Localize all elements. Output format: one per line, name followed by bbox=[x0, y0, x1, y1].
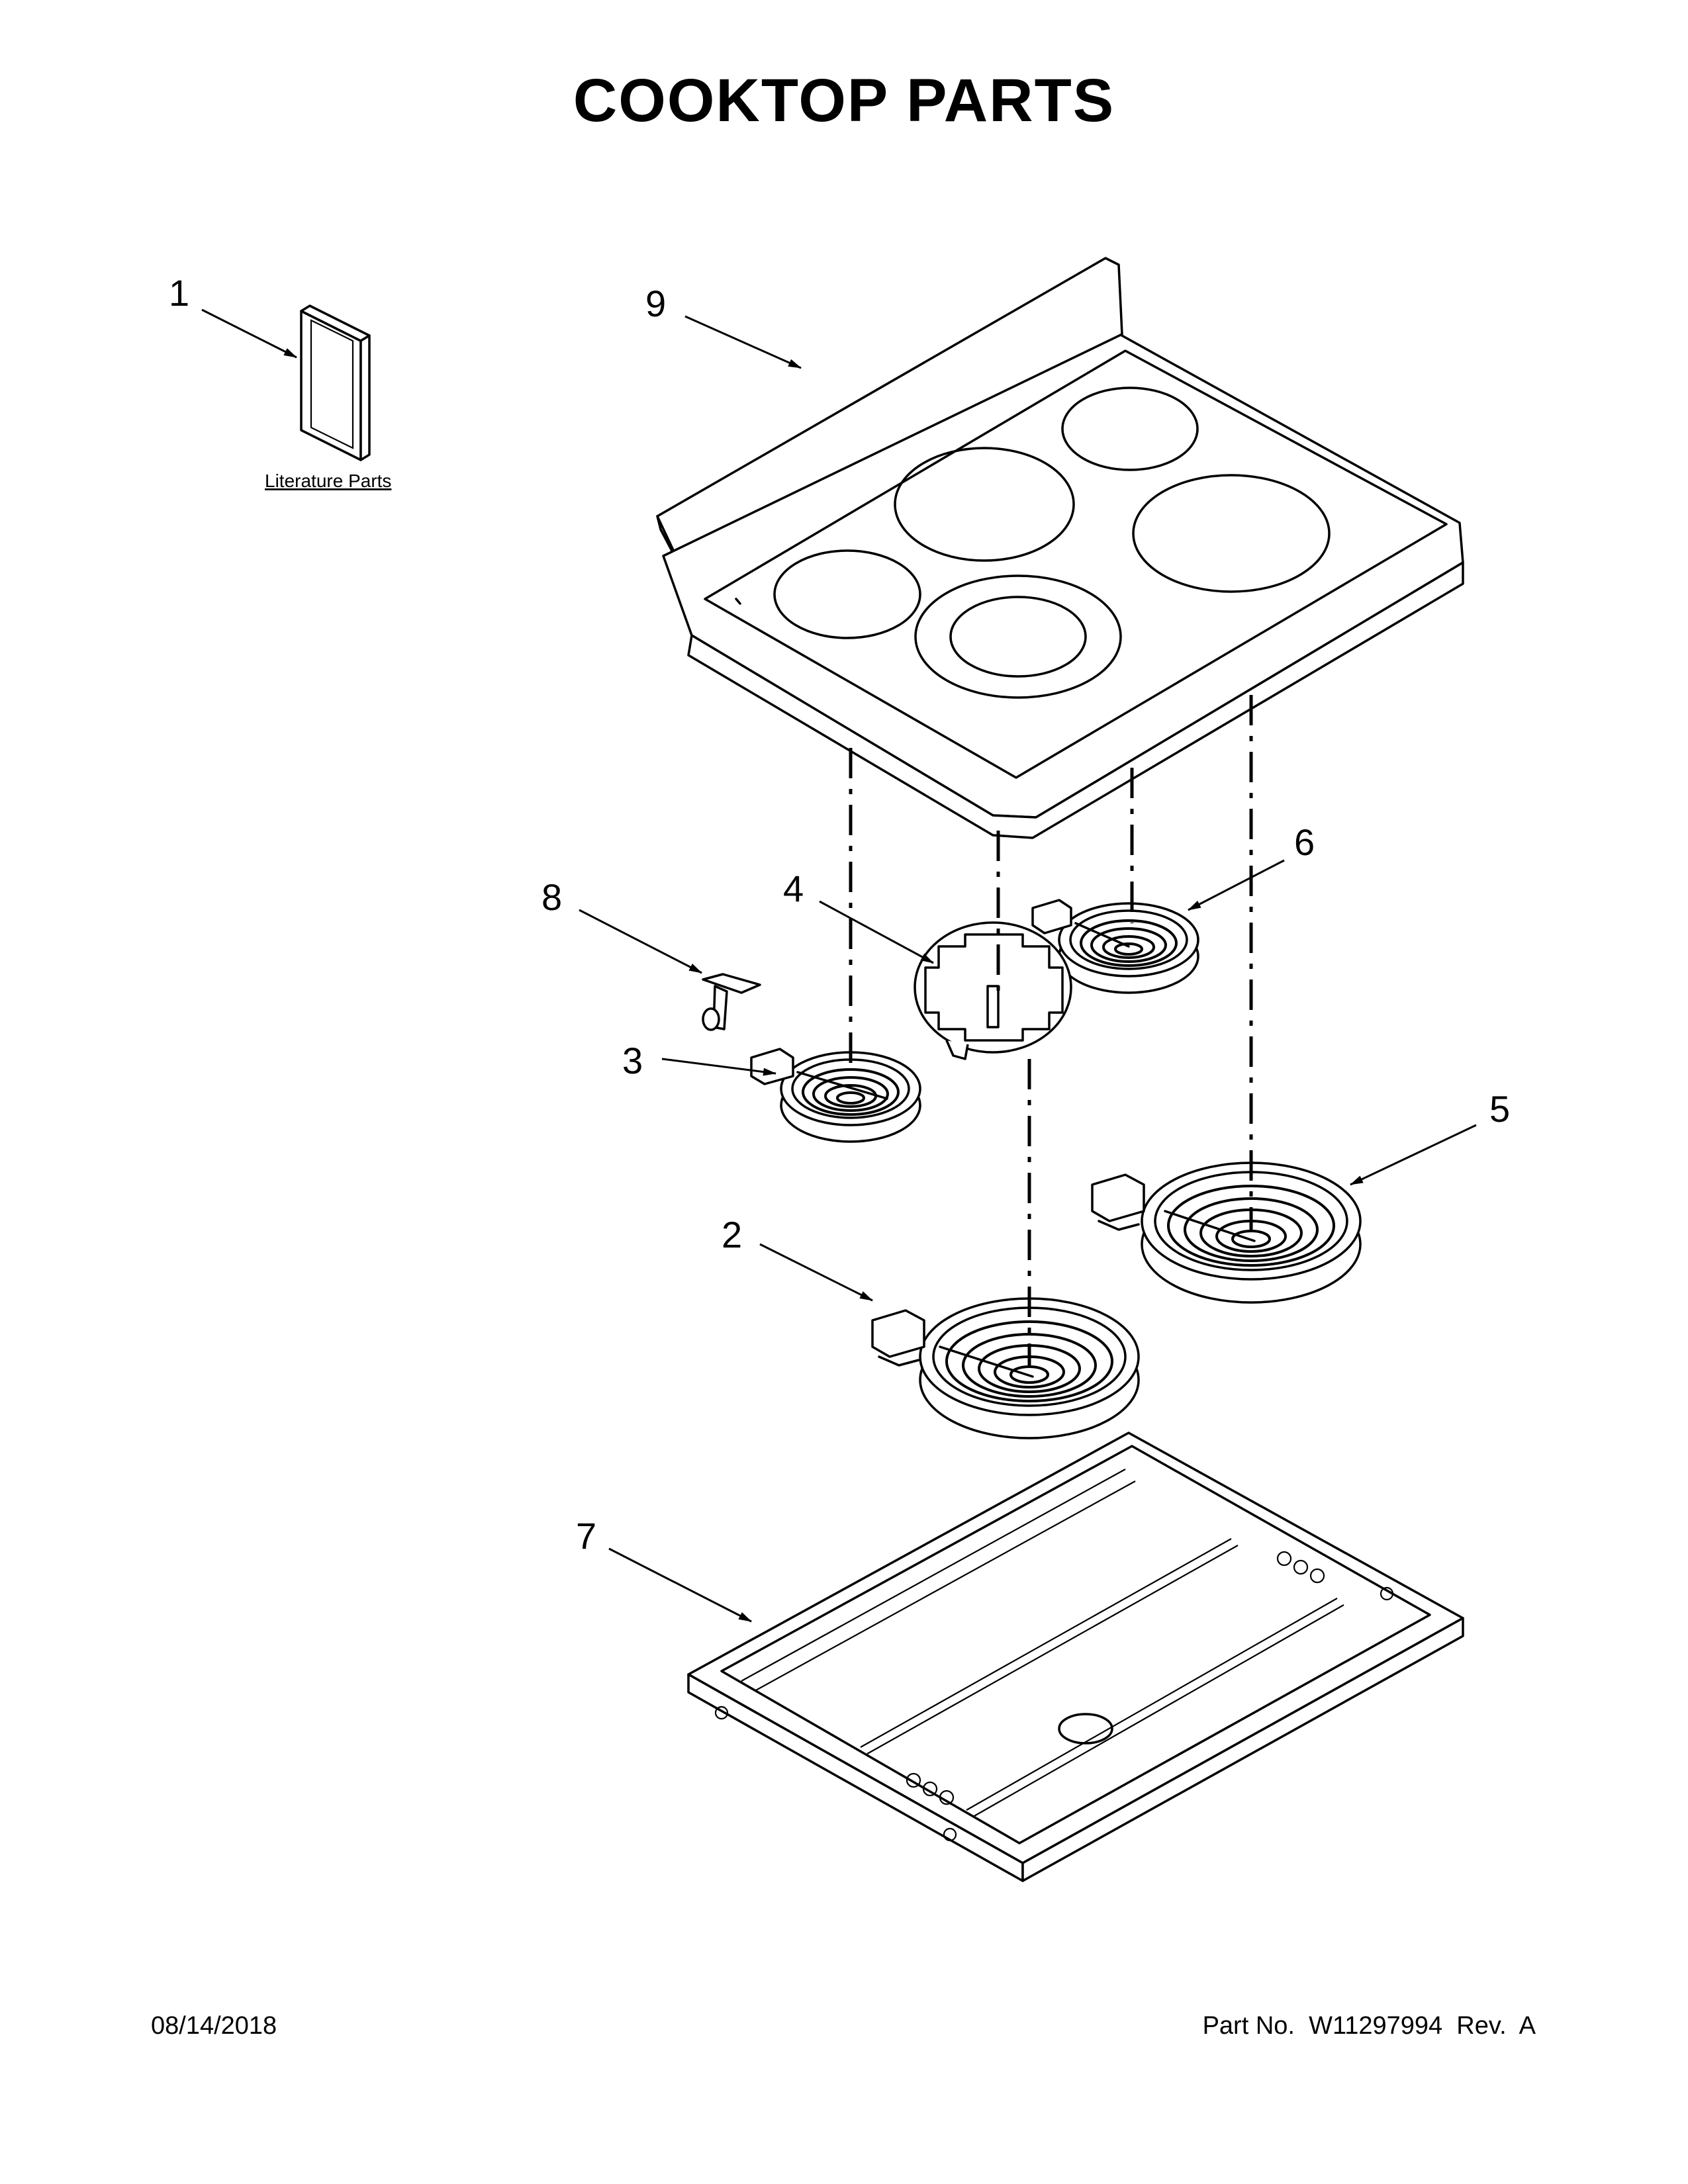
burner-ring-rear-right bbox=[1061, 387, 1199, 471]
burner-support-plate[interactable] bbox=[914, 921, 1072, 1060]
radiant-element-large-right[interactable] bbox=[1091, 1161, 1362, 1304]
literature-booklet[interactable] bbox=[300, 304, 371, 461]
radiant-element-small-front[interactable] bbox=[750, 1048, 921, 1143]
burner-ring-center-outer bbox=[914, 574, 1122, 699]
footer-part-number: Part No. W11297994 Rev. A bbox=[1202, 2012, 1536, 2040]
callout-8: 8 bbox=[541, 876, 562, 918]
callout-4: 4 bbox=[783, 868, 804, 909]
callout-9: 9 bbox=[645, 283, 666, 324]
assembly-centerlines bbox=[849, 695, 1253, 1367]
footer-date: 08/14/2018 bbox=[151, 2012, 277, 2040]
burner-box-pan[interactable] bbox=[687, 1432, 1464, 1882]
callout-5: 5 bbox=[1489, 1088, 1510, 1130]
burner-ring-front-left bbox=[773, 549, 921, 639]
leader-lines bbox=[201, 308, 1477, 1623]
callout-1: 1 bbox=[169, 272, 189, 314]
callout-2: 2 bbox=[722, 1214, 742, 1255]
callout-6: 6 bbox=[1294, 821, 1315, 863]
callout-3: 3 bbox=[622, 1040, 643, 1081]
cooktop-top[interactable] bbox=[656, 257, 1464, 839]
limiter-clip[interactable] bbox=[702, 973, 761, 1031]
callout-7: 7 bbox=[576, 1515, 596, 1557]
literature-parts-label: Literature Parts bbox=[265, 471, 391, 491]
page-title: COOKTOP PARTS bbox=[573, 67, 1115, 134]
radiant-element-large-left[interactable] bbox=[871, 1297, 1140, 1439]
radiant-element-small-rear[interactable] bbox=[1031, 899, 1199, 994]
burner-ring-rear-left bbox=[894, 447, 1075, 562]
burner-ring-center-inner bbox=[949, 596, 1087, 678]
burner-ring-front-right bbox=[1132, 474, 1331, 593]
